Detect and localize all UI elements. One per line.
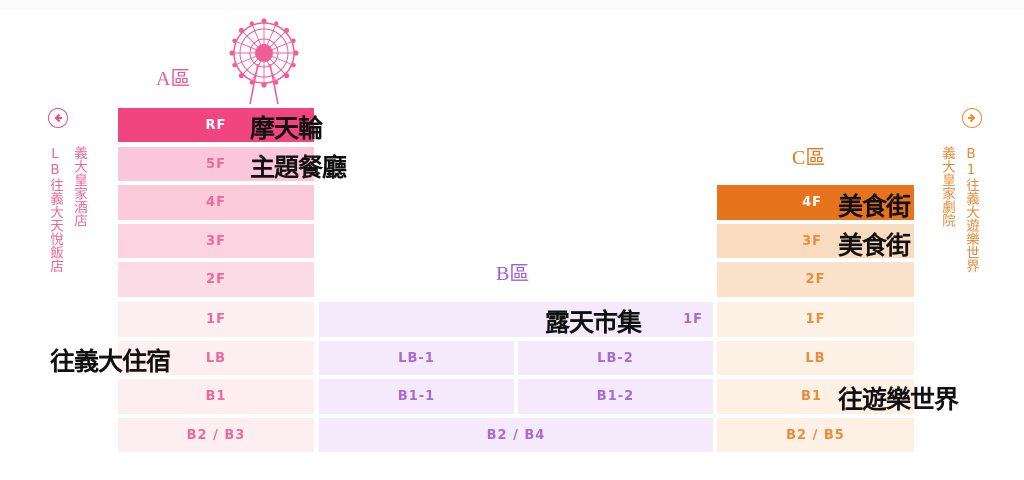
c-floor-1f[interactable]: 1F [717,302,914,337]
b-floor-lb2[interactable]: LB-2 [518,341,713,375]
top-bar [0,0,1024,10]
callout-to-amusement: 往遊樂世界 [838,385,959,414]
callout-open-market: 露天市集 [545,308,642,337]
a-floor-rf[interactable]: RF [118,108,314,142]
c-floor-4f[interactable]: 4F [717,185,914,220]
ferris-wheel-icon [229,18,299,105]
arrow-right-icon[interactable] [962,108,982,128]
link-amusement-world[interactable]: B1往義大遊樂世界 [963,146,979,273]
b-floor-b2[interactable]: B2 / B4 [319,418,713,452]
b-floor-b1-1[interactable]: B1-1 [319,379,514,414]
a-floor-b2[interactable]: B2 / B3 [118,418,314,452]
c-floor-b1[interactable]: B1 [717,379,914,414]
callout-food-court-3f: 美食街 [838,231,911,260]
a-floor-4f[interactable]: 4F [118,185,314,220]
a-floor-b1[interactable]: B1 [118,379,314,414]
a-floor-1f[interactable]: 1F [118,302,314,337]
c-floor-b2[interactable]: B2 / B5 [717,418,914,452]
a-floor-2f[interactable]: 2F [118,262,314,297]
link-royal-hotel[interactable]: 義大皇家酒店 [71,146,87,227]
b-floor-lb1[interactable]: LB-1 [319,341,514,375]
arrow-left-icon[interactable] [48,108,68,128]
c-floor-2f[interactable]: 2F [717,262,914,297]
a-floor-lb[interactable]: LB [118,341,314,375]
a-floor-5f[interactable]: 5F [118,147,314,181]
b-floor-1f[interactable]: 1F [319,302,713,337]
zone-c-label: C區 [792,147,826,169]
callout-food-court-4f: 美食街 [838,192,911,221]
link-tianyue-hotel[interactable]: LB往義大天悅飯店 [47,146,63,273]
b-floor-b1-2[interactable]: B1-2 [518,379,713,414]
a-floor-3f[interactable]: 3F [118,224,314,258]
zone-b-label: B區 [496,263,530,285]
callout-to-lodging: 往義大住宿 [50,347,171,376]
zone-a-label: A區 [156,68,191,90]
c-floor-3f[interactable]: 3F [717,224,914,258]
callout-ferris-wheel: 摩天輪 [250,114,323,143]
c-floor-lb[interactable]: LB [717,341,914,375]
link-royal-theater[interactable]: 義大皇家劇院 [939,146,955,227]
callout-theme-restaurant: 主題餐廳 [250,153,347,182]
